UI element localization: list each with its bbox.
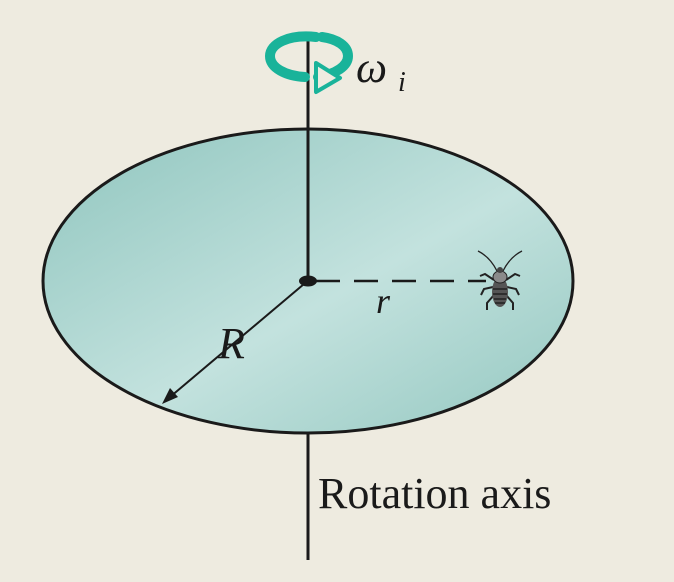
omega-symbol: ω (356, 43, 387, 92)
curved-rotation-arrow-icon (264, 31, 354, 94)
rotation-axis-label: Rotation axis (318, 469, 551, 518)
cockroach-icon (477, 250, 523, 310)
omega-subscript: i (398, 67, 406, 98)
radius-R-line (169, 283, 305, 398)
radius-r-label: r (376, 281, 391, 321)
radius-R-label: R (217, 319, 245, 368)
radius-R-arrowhead (162, 388, 178, 404)
